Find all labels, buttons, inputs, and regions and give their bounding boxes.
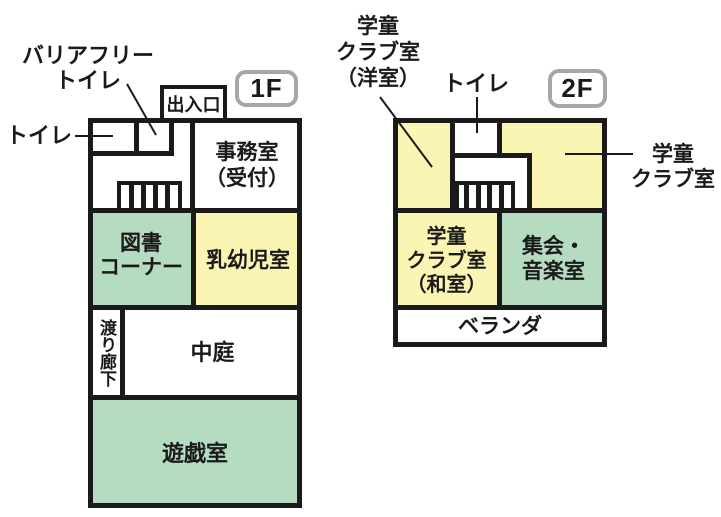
- callout-line: （洋室）: [336, 67, 420, 90]
- wall-corridor-right: [120, 305, 125, 400]
- label-club-japanese: 学童 クラブ室 （和室）: [393, 225, 500, 297]
- callout-line: 学童: [652, 143, 694, 166]
- wall: [393, 118, 398, 347]
- stairs-edge: [117, 181, 121, 211]
- callout-line: バリアフリー: [21, 43, 154, 68]
- stairs-step: [464, 181, 469, 211]
- room-infant: [194, 208, 302, 310]
- label-line: 集会・: [522, 235, 585, 258]
- label-line: クラブ室: [406, 250, 487, 272]
- room-meeting-music: [500, 208, 607, 310]
- callout-barrier-free-toilet: バリアフリー トイレ: [14, 43, 162, 93]
- label-line: （受付）: [205, 167, 289, 190]
- room-book-corner: [88, 208, 194, 310]
- stairs-step: [499, 181, 504, 211]
- wall-toilet-bottom: [88, 151, 174, 156]
- stairs-step: [487, 181, 492, 211]
- stairs-edge: [455, 181, 459, 211]
- label-line: 音楽室: [522, 260, 585, 283]
- stairs-edge: [455, 181, 515, 185]
- stairs-edge: [117, 181, 182, 185]
- floor-badge-1f-text: 1F: [250, 73, 283, 103]
- callout-toilet-2f: トイレ: [442, 71, 509, 96]
- label-line: 事務室: [215, 141, 279, 164]
- label-playroom: 遊戯室: [161, 441, 228, 466]
- label-courtyard: 中庭: [190, 340, 235, 365]
- label-meeting-music: 集会・ 音楽室: [500, 234, 607, 284]
- wall: [88, 118, 93, 508]
- room-playroom: [88, 395, 302, 508]
- label-book-corner: 図書 コーナー: [88, 232, 194, 280]
- callout-club-western: 学童 クラブ室 （洋室）: [330, 14, 426, 92]
- label-office: 事務室 （受付）: [195, 140, 299, 192]
- floor-badge-2f: 2F: [548, 69, 607, 108]
- wall-hall-jog: [527, 153, 532, 213]
- stairs-step: [476, 181, 481, 211]
- wall-room-divider: [497, 208, 502, 310]
- stairs-step: [129, 181, 134, 211]
- callout-line: クラブ室: [336, 41, 420, 64]
- stairs-edge: [178, 181, 182, 211]
- wall-toilet-right: [169, 118, 174, 156]
- wall-book-infant: [191, 208, 196, 310]
- wall-toilet-divider: [134, 118, 139, 156]
- label-line: コーナー: [99, 256, 183, 279]
- label-corridor: 渡り廊下: [97, 319, 116, 387]
- callout-line: トイレ: [54, 67, 121, 93]
- callout-line: クラブ室: [631, 168, 715, 191]
- label-line: 図書: [120, 232, 162, 255]
- room-club-upper: [528, 155, 607, 213]
- room-club-japanese: [393, 208, 500, 310]
- room-club-upper: [500, 118, 607, 158]
- wall-toilet-bottom: [450, 153, 532, 158]
- callout-line: 学童: [357, 15, 399, 38]
- wall-office-left: [190, 118, 195, 213]
- label-infant: 乳幼児室: [206, 249, 290, 272]
- stairs-step: [141, 181, 146, 211]
- entrance-label: 出入口: [166, 94, 221, 115]
- label-line: （和室）: [406, 274, 487, 296]
- floor-badge-1f: 1F: [235, 70, 298, 107]
- entrance-box: 出入口: [160, 85, 227, 122]
- stairs-edge: [511, 181, 515, 211]
- wall: [393, 342, 607, 347]
- callout-toilet-1f: トイレ: [6, 123, 73, 148]
- label-line: 学童: [426, 226, 467, 248]
- wall: [88, 395, 302, 400]
- wall: [297, 118, 302, 508]
- stairs-step: [153, 181, 158, 211]
- wall-toilet-right: [497, 118, 502, 158]
- floor-badge-2f-text: 2F: [561, 73, 594, 103]
- room-club-western: [393, 118, 453, 213]
- callout-club: 学童 クラブ室: [628, 142, 718, 192]
- label-veranda: ベランダ: [458, 315, 542, 338]
- stairs-step: [165, 181, 170, 211]
- wall: [602, 118, 607, 347]
- wall-hall-left: [450, 118, 455, 213]
- wall: [88, 503, 302, 508]
